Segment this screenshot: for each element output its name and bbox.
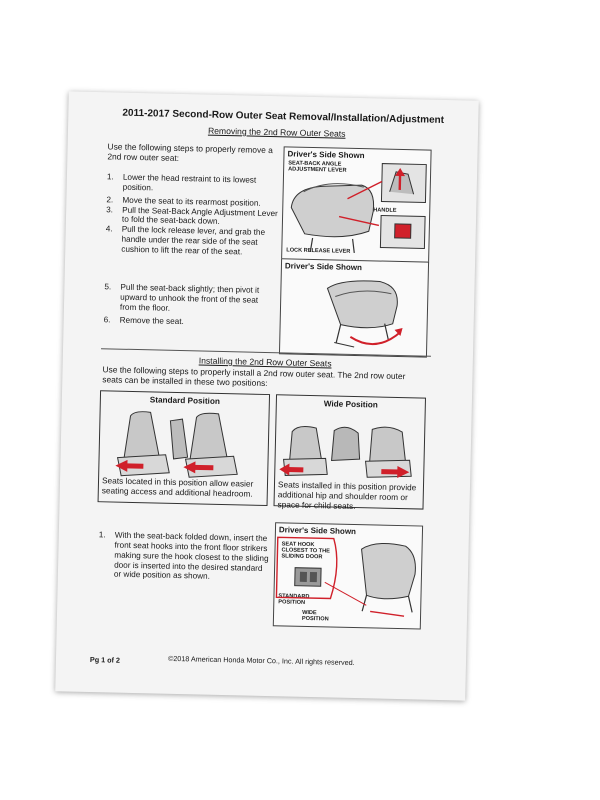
removal-steps-5-6: 5.Pull the seat-back slightly; then pivo…	[104, 282, 277, 328]
wide-position-label: Wide Position	[323, 399, 378, 410]
installing-intro: Use the following steps to properly inst…	[102, 364, 406, 388]
wide-position-text: Seats installed in this position provide…	[277, 479, 417, 512]
removal-intro: Use the following steps to properly remo…	[107, 141, 273, 163]
list-item: 4.Pull the lock release lever, and grab …	[105, 224, 266, 257]
instruction-card: 2011-2017 Second-Row Outer Seat Removal/…	[55, 91, 479, 701]
installing-steps: 1.With the seat-back folded down, insert…	[98, 530, 271, 583]
seat-hook-illustration	[275, 536, 416, 617]
standard-position-box: Standard Position Seats located in this …	[97, 390, 271, 507]
list-item: 1.Lower the head restraint to its lowest…	[106, 172, 257, 193]
list-item: 6.Remove the seat.	[103, 314, 184, 326]
list-item: 5.Pull the seat-back slightly; then pivo…	[104, 282, 260, 313]
folded-seat-illustration	[290, 163, 427, 254]
standard-seats-illustration	[115, 411, 238, 478]
installing-figure: Driver's Side Shown SEAT HOOK CLOSEST TO…	[272, 522, 424, 630]
page-number: Pg 1 of 2	[89, 655, 121, 665]
wide-position-box: Wide Position Seats installed in this po…	[273, 394, 427, 511]
removal-figure-1: Driver's Side Shown SEAT-BACK ANGLE ADJU…	[281, 146, 432, 264]
removal-heading: Removing the 2nd Row Outer Seats	[207, 125, 346, 139]
removal-steps-1-4: 1.Lower the head restraint to its lowest…	[105, 172, 279, 258]
removal-figure-2: Driver's Side Shown	[278, 258, 430, 358]
wide-seats-illustration	[279, 426, 412, 478]
document-title: 2011-2017 Second-Row Outer Seat Removal/…	[122, 107, 445, 126]
standard-position-text: Seats located in this position allow eas…	[101, 475, 254, 499]
seat-pivot-illustration	[326, 280, 403, 348]
copyright: ©2018 American Honda Motor Co., Inc. All…	[167, 653, 355, 668]
list-item: 1.With the seat-back folded down, insert…	[98, 530, 269, 582]
